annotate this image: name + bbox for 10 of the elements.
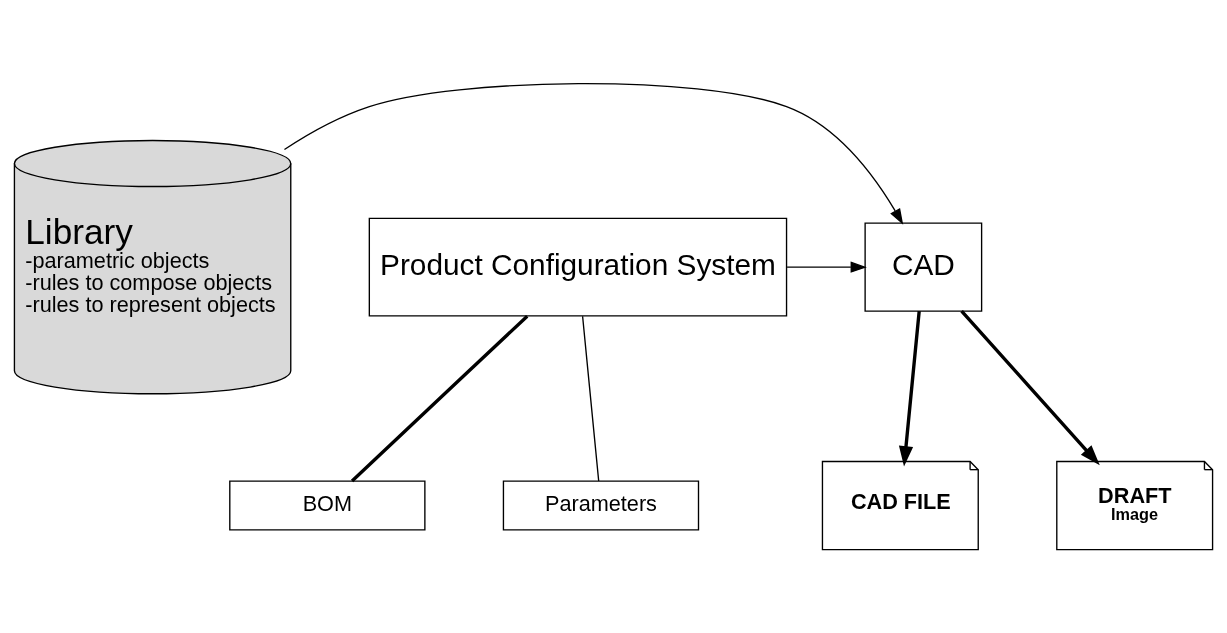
arrow <box>786 261 867 273</box>
node-box: BOM <box>229 480 426 531</box>
connector <box>350 314 529 483</box>
node-box: CAD <box>864 222 983 312</box>
connector <box>581 315 600 482</box>
arrow <box>898 311 921 467</box>
arrow <box>283 82 904 225</box>
node-box: Parameters <box>502 480 700 531</box>
node-box: Product Configuration System <box>368 217 788 317</box>
arrow <box>960 310 1100 466</box>
